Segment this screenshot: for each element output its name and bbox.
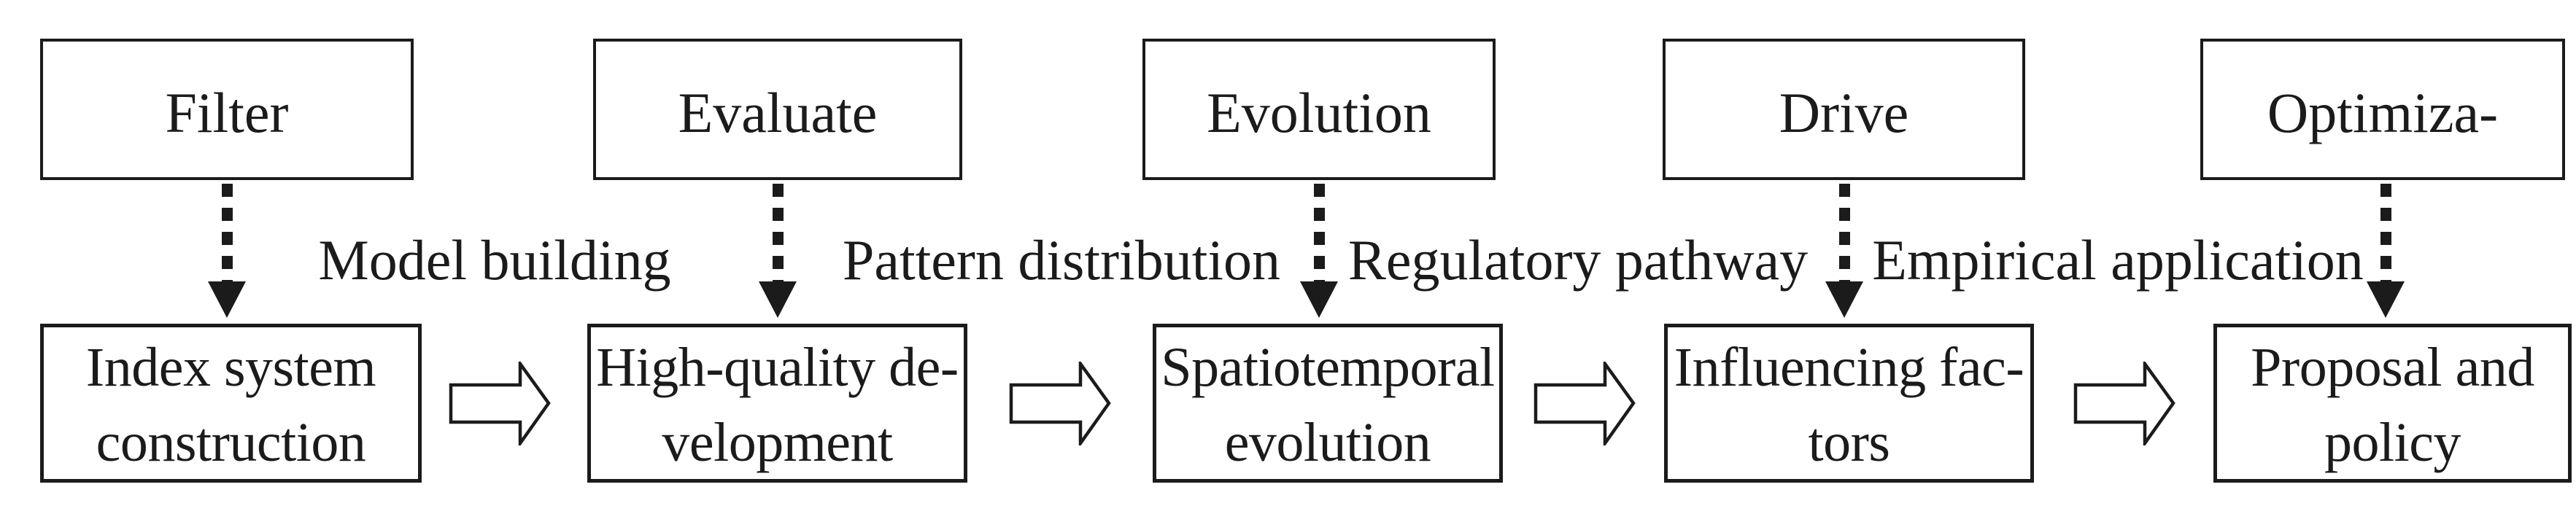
dashed-down-arrow-icon [208,184,246,318]
bottom-box-label-line: Spatiotemporal [1161,337,1495,398]
bottom-box-label-line: Index system [85,337,376,398]
bottom-box-label-line: construction [96,412,366,473]
bottom-box-label-line: tors [1808,412,1891,473]
top-box-evaluate: Evaluate [593,39,962,180]
bottom-box-label-line: evolution [1224,412,1431,473]
top-box-drive: Drive [1663,39,2025,180]
top-box-filter: Filter [40,39,414,180]
block-right-arrow-icon [1009,362,1111,445]
top-box-optimiza: Optimiza- [2200,39,2565,180]
dashed-line [2380,184,2391,281]
arrowhead [759,281,797,318]
bottom-box-label-line: policy [2324,412,2461,473]
dashed-line [1313,184,1325,281]
bottom-box-influencing-factors: Influencing fac- tors [1664,324,2034,483]
top-box-evolution: Evolution [1142,39,1496,180]
dashed-line [221,184,233,281]
connector-label-empirical-application: Empirical application [1872,228,2364,292]
dashed-down-arrow-icon [759,184,797,318]
arrowhead [2367,281,2405,318]
block-right-arrow-icon [1533,362,1636,445]
connector-label-pattern-distribution: Pattern distribution [842,228,1281,292]
connector-label-regulatory-pathway: Regulatory pathway [1347,228,1809,292]
bottom-box-label-line: Proposal and [2251,337,2534,398]
top-box-label: Drive [1779,81,1909,144]
dashed-down-arrow-icon [1300,184,1338,318]
bottom-box-high-quality-development: High-quality de- velopment [587,324,967,483]
top-box-label: Evolution [1207,81,1431,144]
dashed-line [772,184,784,281]
top-box-label: Evaluate [678,81,878,144]
dashed-line [1838,184,1850,281]
bottom-box-label-line: Influencing fac- [1674,337,2024,398]
block-right-arrow-icon [2073,362,2175,445]
bottom-box-spatiotemporal-evolution: Spatiotemporal evolution [1153,324,1503,483]
bottom-box-label-line: High-quality de- [596,337,959,398]
bottom-box-index-system-construction: Index system construction [40,324,422,483]
top-box-label: Optimiza- [2267,81,2499,144]
dashed-down-arrow-icon [2367,184,2405,318]
dashed-down-arrow-icon [1825,184,1863,318]
bottom-box-label-line: velopment [662,412,893,473]
top-box-label: Filter [165,81,289,144]
arrowhead [1825,281,1863,318]
arrowhead [208,281,246,318]
connector-label-model-building: Model building [318,228,671,292]
block-right-arrow-icon [449,362,551,445]
arrowhead [1300,281,1338,318]
bottom-box-proposal-and-policy: Proposal and policy [2213,324,2572,483]
